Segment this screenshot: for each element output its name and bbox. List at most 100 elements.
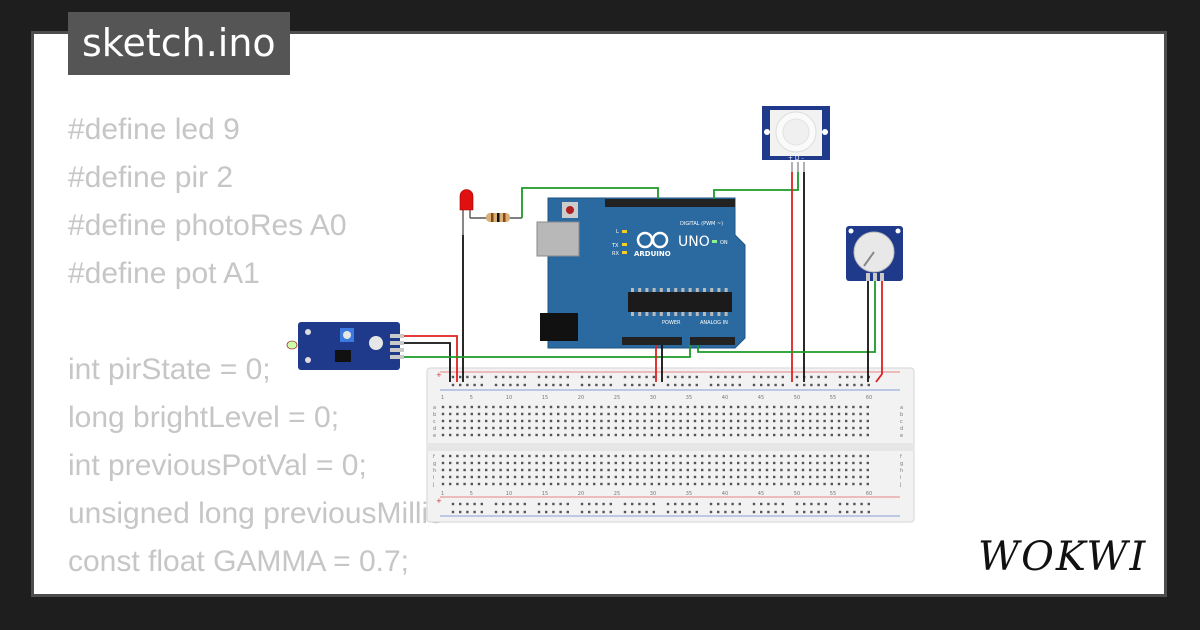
wires — [404, 172, 883, 383]
wire-ldr-a0 — [404, 345, 691, 358]
column-number: 45 — [758, 395, 764, 401]
row-letter: d — [433, 426, 436, 432]
row-letter: j — [432, 482, 434, 488]
row-letter: i — [433, 475, 434, 481]
column-number: 35 — [686, 395, 692, 401]
chip-pins — [631, 288, 728, 316]
column-number: 40 — [722, 491, 728, 497]
file-tab: sketch.ino — [68, 12, 290, 75]
rx-label: RX — [612, 251, 619, 257]
wokwi-logo-text: WOKWI — [978, 534, 1146, 580]
code-line: const float GAMMA = 0.7; — [68, 545, 409, 578]
row-letter: a — [900, 405, 903, 411]
column-number: 20 — [578, 395, 584, 401]
column-number: 10 — [506, 491, 512, 497]
column-number: 60 — [866, 395, 872, 401]
column-number: 60 — [866, 491, 872, 497]
pir-sensor[interactable]: + D - — [762, 106, 830, 172]
column-number: 30 — [650, 395, 656, 401]
column-number: 40 — [722, 395, 728, 401]
column-number: 50 — [794, 395, 800, 401]
ldr-icon — [286, 340, 298, 350]
row-letter: f — [900, 454, 902, 460]
tx-label: TX — [611, 243, 619, 249]
digital-header-label: DIGITAL (PWM ~) — [680, 221, 723, 227]
power-header-label: POWER — [662, 320, 681, 326]
wire-pot-signal-a1 — [697, 281, 876, 353]
row-letter: h — [433, 468, 436, 474]
row-letter: e — [433, 433, 436, 439]
photoresistor-board — [298, 322, 400, 370]
column-number: 10 — [506, 395, 512, 401]
on-led-label: ON — [720, 240, 728, 246]
code-line: long brightLevel = 0; — [68, 401, 340, 434]
column-number: 45 — [758, 491, 764, 497]
row-letter: c — [433, 419, 436, 425]
l-led-label: L — [616, 229, 619, 235]
row-letter: b — [433, 412, 436, 418]
digital-header — [605, 199, 735, 207]
pir-pin-labels: + D - — [788, 155, 804, 162]
row-letter: f — [433, 454, 435, 460]
column-number: 5 — [470, 491, 473, 497]
row-letter: d — [900, 426, 903, 432]
rail-plus-label-bottom: + — [436, 497, 442, 505]
column-number: 35 — [686, 491, 692, 497]
row-letter: b — [900, 412, 903, 418]
power-header — [622, 337, 682, 345]
column-number: 1 — [441, 491, 444, 497]
wire-pir-out-to-d2 — [713, 172, 799, 199]
row-letter: g — [433, 461, 436, 467]
reset-button[interactable] — [566, 206, 574, 214]
column-number: 55 — [830, 395, 836, 401]
arduino-uno[interactable]: UNO ARDUINO DIGITAL (PWM ~) POWER ANALOG… — [536, 197, 746, 349]
code-line: int previousPotVal = 0; — [68, 449, 367, 482]
code-editor: #define led 9 #define pir 2 #define photoR… — [68, 106, 443, 594]
column-number: 20 — [578, 491, 584, 497]
code-line: #define led 9 — [68, 113, 240, 146]
board-model-label: UNO — [678, 234, 710, 250]
code-line: const float RL10 = 50; — [68, 586, 443, 594]
microcontroller-chip — [628, 292, 732, 312]
usb-port — [536, 221, 580, 257]
row-letter: g — [900, 461, 903, 467]
column-number: 1 — [441, 395, 444, 401]
preview-card: #define led 9 #define pir 2 #define photoR… — [31, 31, 1167, 597]
code-line: #define photoRes A0 — [68, 209, 347, 242]
column-number: 30 — [650, 491, 656, 497]
power-jack — [540, 313, 578, 341]
row-letter: a — [433, 405, 436, 411]
column-number: 25 — [614, 395, 620, 401]
column-number: 5 — [470, 395, 473, 401]
column-number: 50 — [794, 491, 800, 497]
photoresistor-module[interactable] — [286, 322, 404, 370]
red-led[interactable] — [459, 189, 474, 236]
wokwi-logo: WOKWI — [978, 534, 1146, 580]
column-number: 55 — [830, 491, 836, 497]
analog-header-label: ANALOG IN — [700, 320, 728, 326]
wire-ldr-gnd — [404, 342, 451, 382]
row-letter: j — [899, 482, 901, 488]
arduino-logo-icon — [636, 231, 669, 249]
column-number: 15 — [542, 395, 548, 401]
potentiometer[interactable] — [846, 226, 903, 281]
code-line: #define pot A1 — [68, 257, 260, 290]
code-line: unsigned long previousMillis — [68, 497, 444, 530]
column-number: 15 — [542, 491, 548, 497]
code-line: int pirState = 0; — [68, 353, 271, 386]
rail-plus-label: + — [436, 371, 442, 379]
code-line: #define pir 2 — [68, 161, 234, 194]
column-number: 25 — [614, 491, 620, 497]
wire-resistor-to-d9 — [521, 187, 659, 218]
analog-header — [690, 337, 735, 345]
resistor[interactable] — [470, 213, 522, 222]
wire-ldr-vcc — [404, 335, 458, 382]
brand-label: ARDUINO — [634, 250, 671, 258]
row-letter: i — [900, 475, 901, 481]
row-letter: c — [900, 419, 903, 425]
